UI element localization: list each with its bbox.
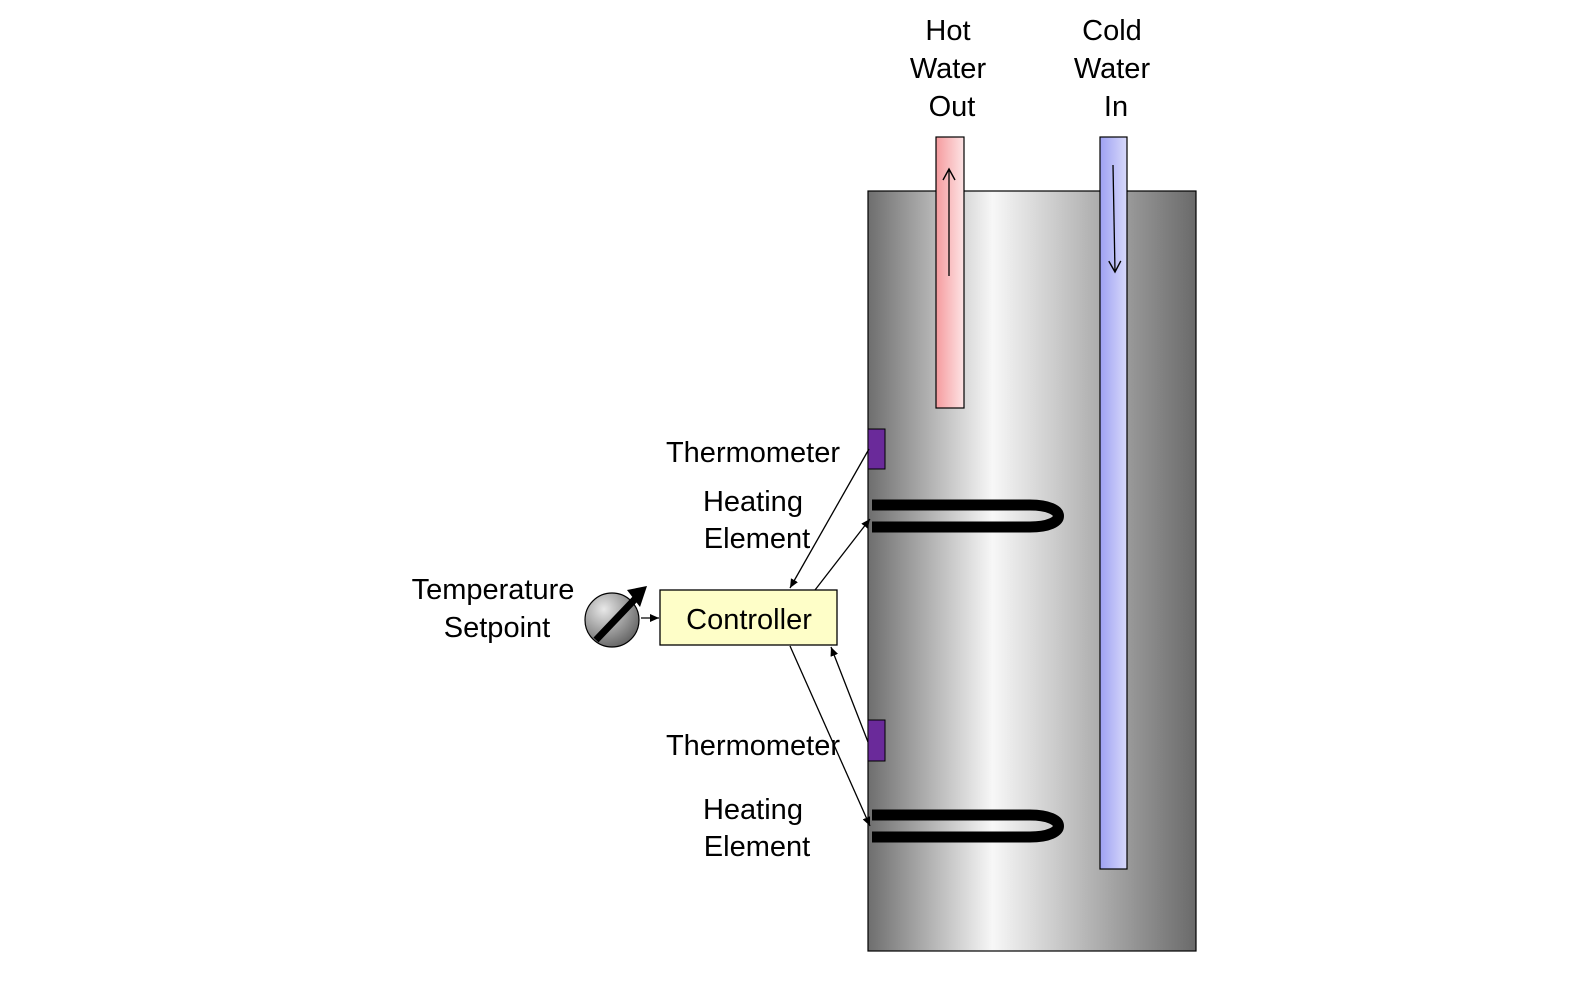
thermometer-bottom-label: Thermometer [666,730,840,762]
line-controller-to-heater-bottom [789,645,871,827]
heating-element-bottom-label: Heating Element [703,794,811,863]
controller-label: Controller [686,604,812,636]
thermometer-top-label: Thermometer [666,437,840,469]
temperature-setpoint-label: Temperature Setpoint [412,574,583,644]
heating-element-top-label: Heating Element [703,486,811,555]
line-thermometer-bottom-to-controller [830,646,869,743]
dial-icon[interactable] [584,586,647,648]
hot-water-out-label: Hot Water Out [910,15,994,123]
heating-element-top [872,499,1064,533]
line-controller-to-heater-top [814,518,871,591]
cold-water-pipe [1099,136,1128,870]
thermometer-top [867,428,886,470]
water-tank [867,190,1197,952]
line-thermometer-top-to-controller [789,448,870,589]
controller-box: Controller [659,589,838,646]
hot-water-pipe [935,136,965,409]
signal-lines [641,448,871,827]
cold-water-in-label: Cold Water In [1074,15,1158,123]
thermometer-bottom [867,719,886,762]
heating-element-bottom [872,809,1064,843]
